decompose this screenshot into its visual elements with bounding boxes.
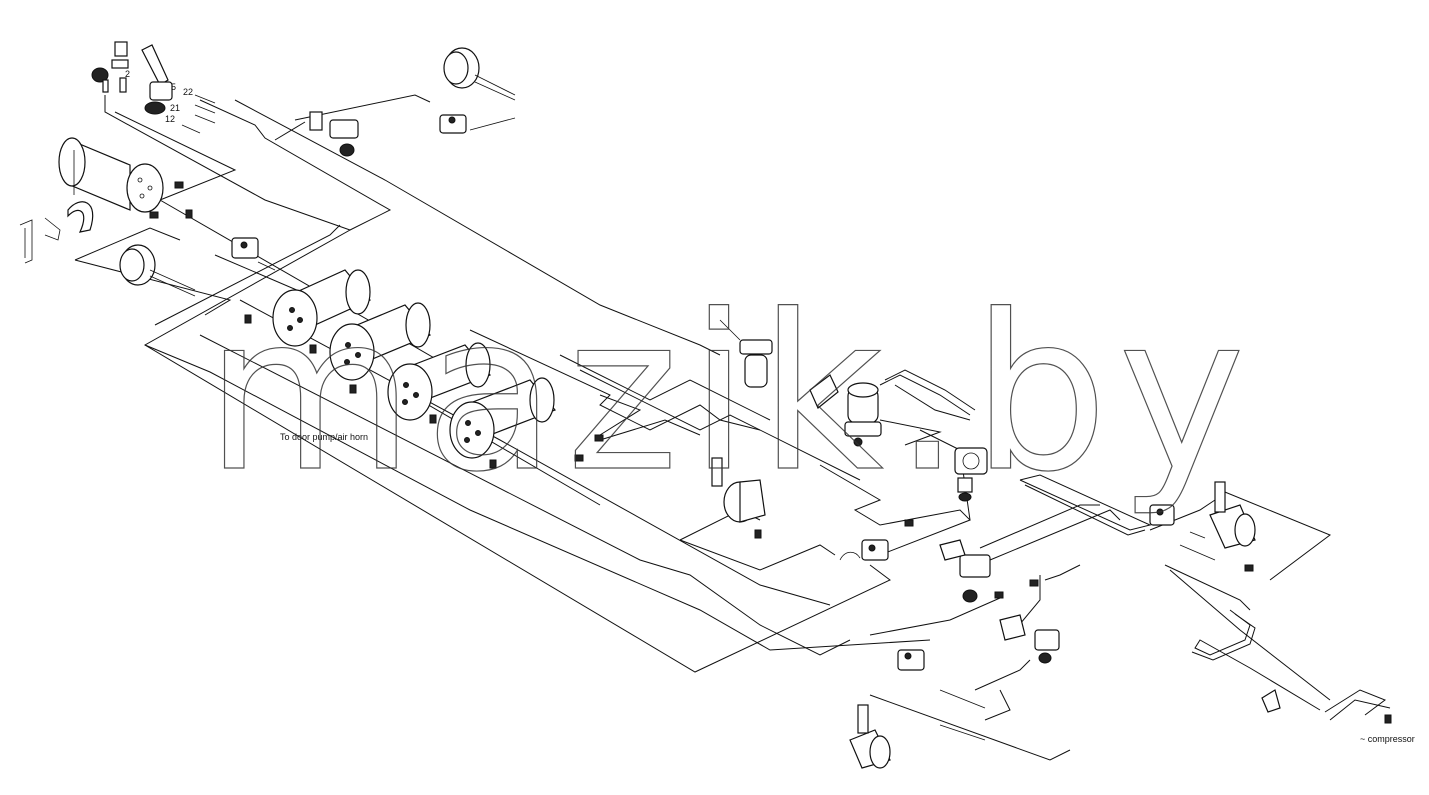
port-label-22: 22 [183, 87, 193, 97]
port-label-5: 5 [171, 82, 176, 92]
air-tank-2 [329, 302, 431, 381]
air-tank-1 [272, 269, 371, 347]
spring-brake-chamber-bottom [849, 689, 986, 769]
spring-brake-chamber-right [1179, 481, 1256, 561]
relay-valve-left [231, 237, 276, 271]
auxiliary-tank [711, 457, 766, 523]
hand-brake-valve [91, 41, 216, 134]
main-air-tank [58, 137, 164, 233]
mounting-bracket [19, 217, 61, 264]
brake-chamber-left [119, 244, 196, 297]
relay-valve-far-right [1149, 504, 1175, 526]
port-label-12: 12 [165, 114, 175, 124]
mounting-plate [809, 374, 839, 409]
air-dryer [844, 382, 882, 447]
pipe-fittings [149, 181, 1392, 724]
port-label-2: 2 [125, 69, 130, 79]
air-tank-3 [387, 342, 491, 421]
relay-valve-top [309, 111, 359, 157]
port-label-21: 21 [170, 103, 180, 113]
brake-chamber-top [443, 47, 516, 101]
relay-valve-bottom [897, 649, 925, 671]
bracket-right [1261, 689, 1281, 713]
relay-valve-center [839, 539, 889, 561]
relay-valve-top-right [439, 114, 516, 134]
compressor-note-label: ~ compressor [1360, 734, 1415, 744]
watermark-text: mazik.by [205, 268, 1255, 519]
air-tank-4 [449, 377, 556, 459]
four-circuit-protection-valve [954, 447, 988, 502]
relay-valve-right [939, 539, 991, 603]
quick-release-valve [999, 614, 1060, 664]
pump-note-label: To door pump/air horn [280, 432, 368, 442]
air-filter [719, 319, 773, 388]
